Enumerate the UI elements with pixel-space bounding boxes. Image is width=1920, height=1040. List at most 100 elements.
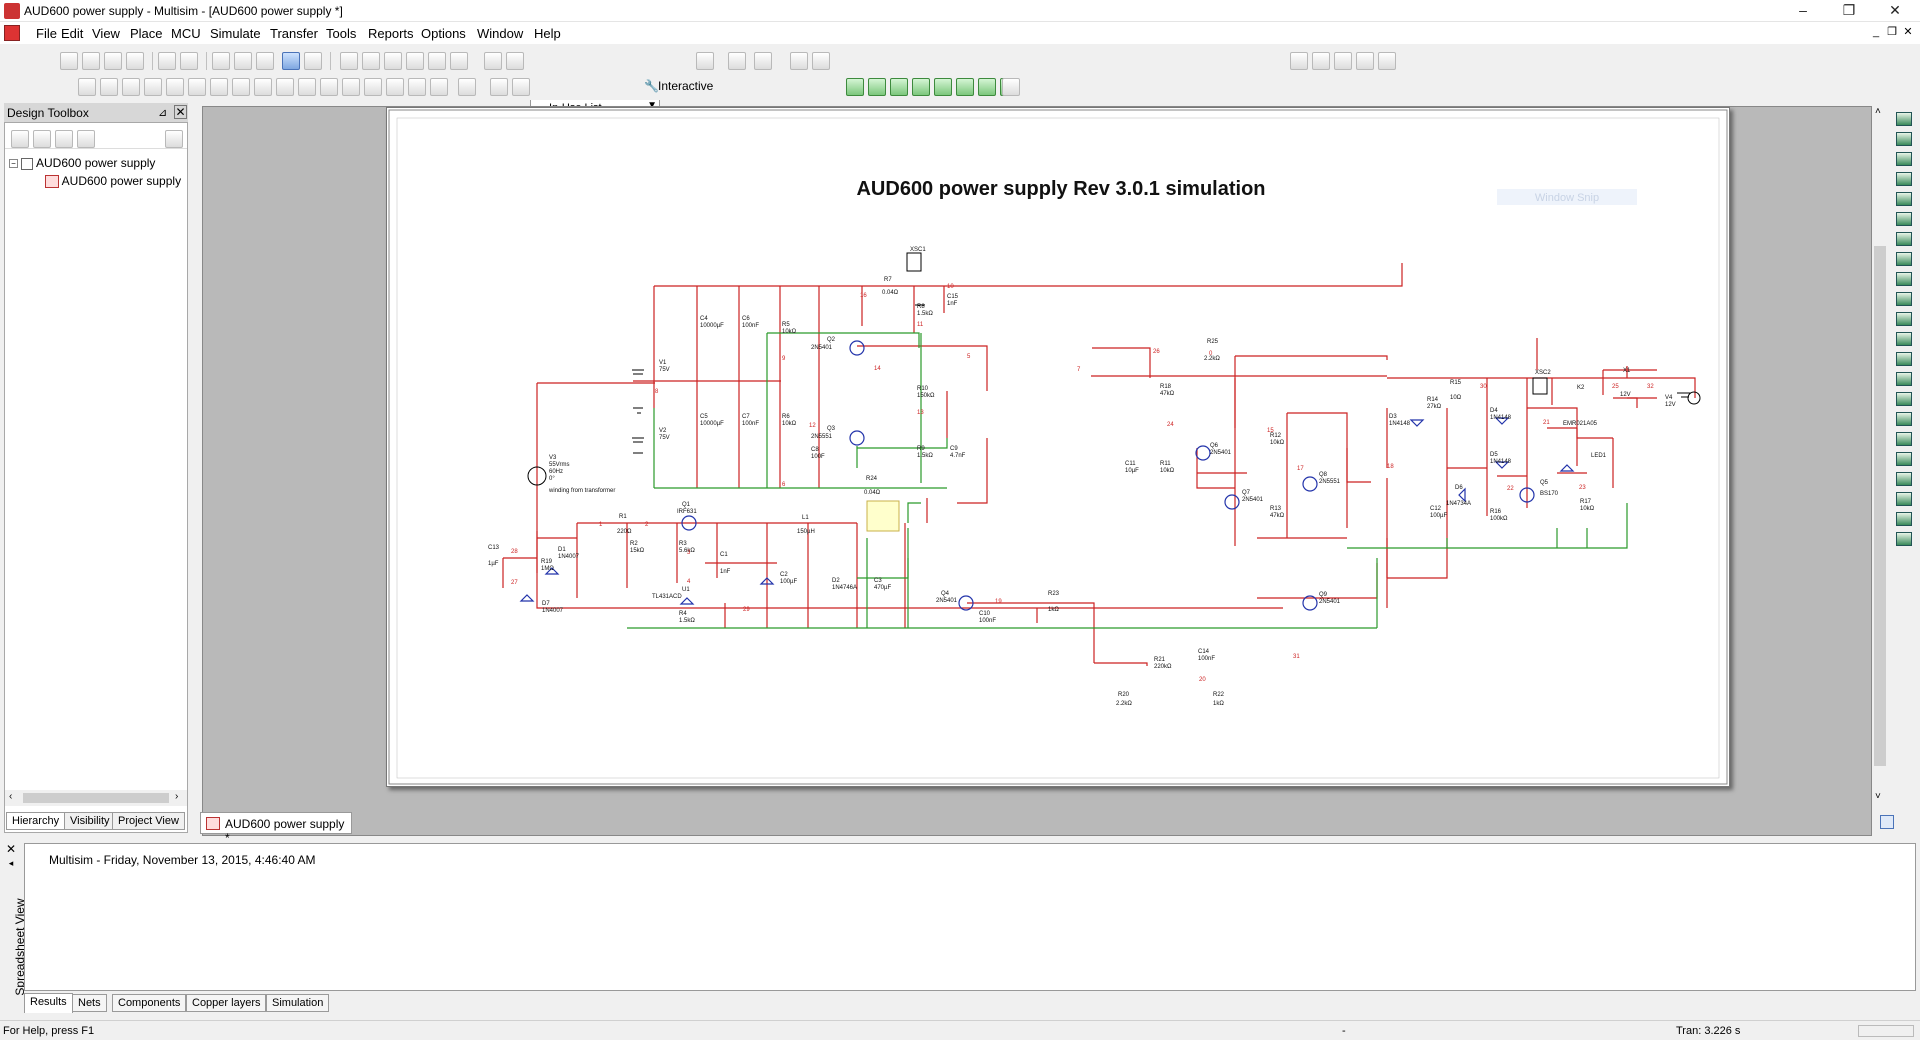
find-examples-icon[interactable]: [790, 52, 808, 70]
probe-tool-icon[interactable]: [1896, 532, 1912, 546]
spreadsheet-toggle-icon[interactable]: [362, 52, 380, 70]
open-sample-icon[interactable]: [104, 52, 122, 70]
place-rf-icon[interactable]: [364, 78, 382, 96]
back-annotate-icon[interactable]: [506, 52, 524, 70]
scroll-right-icon[interactable]: ›: [175, 791, 179, 802]
probe-power-icon[interactable]: [890, 78, 908, 96]
current-clamp-icon[interactable]: [1896, 512, 1912, 526]
menu-help[interactable]: Help: [534, 26, 561, 41]
toolbox-hscrollbar[interactable]: ‹ ›: [5, 790, 187, 806]
tab-components[interactable]: Components: [112, 994, 187, 1012]
postprocessor-icon[interactable]: [428, 52, 446, 70]
undo-icon[interactable]: [282, 52, 300, 70]
interactive-mode-label[interactable]: Interactive: [658, 79, 714, 93]
frequency-counter-icon[interactable]: [1896, 232, 1912, 246]
redo-icon[interactable]: [304, 52, 322, 70]
menu-edit[interactable]: Edit: [61, 26, 84, 41]
menu-options[interactable]: Options: [421, 26, 466, 41]
menu-window[interactable]: Window: [477, 26, 524, 41]
menu-place[interactable]: Place: [130, 26, 163, 41]
probe-digital-icon[interactable]: [956, 78, 974, 96]
menu-reports[interactable]: Reports: [368, 26, 414, 41]
electrical-rules-icon[interactable]: [450, 52, 468, 70]
tab-hierarchy[interactable]: Hierarchy: [6, 812, 66, 830]
paste-icon[interactable]: [256, 52, 274, 70]
probe-current-icon[interactable]: [868, 78, 886, 96]
menu-tools[interactable]: Tools: [326, 26, 357, 41]
logic-analyzer-icon[interactable]: [1896, 292, 1912, 306]
place-misc-digital-icon[interactable]: [232, 78, 250, 96]
tab-project-view[interactable]: Project View: [112, 812, 185, 830]
probe-reference-icon[interactable]: [934, 78, 952, 96]
iv-analyzer-icon[interactable]: [1896, 312, 1912, 326]
place-ni-icon[interactable]: [408, 78, 426, 96]
document-icon[interactable]: [4, 25, 20, 41]
close-button[interactable]: ✕: [1889, 2, 1901, 18]
new-hierarchy-icon[interactable]: [11, 130, 29, 148]
tab-simulation[interactable]: Simulation: [266, 994, 330, 1012]
menu-transfer[interactable]: Transfer: [270, 26, 318, 41]
zoom-sheet-icon[interactable]: [1356, 52, 1374, 70]
tektronix-oscilloscope-icon[interactable]: [1896, 452, 1912, 466]
tab-results[interactable]: Results: [24, 993, 73, 1013]
tree-child-node[interactable]: AUD600 power supply: [9, 174, 181, 192]
place-source-icon[interactable]: [78, 78, 96, 96]
restore-button[interactable]: ❐: [1842, 2, 1856, 18]
schematic-sheet[interactable]: AUD600 power supply Rev 3.0.1 simulation…: [386, 107, 1730, 787]
zoom-area-icon[interactable]: [1334, 52, 1352, 70]
zoom-out-icon[interactable]: [1312, 52, 1330, 70]
four-channel-oscilloscope-icon[interactable]: [1896, 192, 1912, 206]
minimize-button[interactable]: –: [1799, 2, 1807, 18]
mdi-minimize-button[interactable]: _: [1872, 26, 1880, 38]
probe-settings-gear-icon[interactable]: [1002, 78, 1020, 96]
place-diode-icon[interactable]: [122, 78, 140, 96]
toolbox-hscroll-thumb[interactable]: [23, 793, 169, 803]
place-advanced-icon[interactable]: [342, 78, 360, 96]
network-analyzer-icon[interactable]: [1896, 372, 1912, 386]
database-manager-icon[interactable]: [384, 52, 402, 70]
results-pane[interactable]: [24, 843, 1916, 991]
probe-voltage-current-icon[interactable]: [978, 78, 996, 96]
agilent-multimeter-icon[interactable]: [1896, 412, 1912, 426]
scroll-down-icon[interactable]: ˅: [1875, 791, 1881, 802]
pin-icon[interactable]: ⊿: [158, 107, 168, 119]
close-hierarchy-icon[interactable]: [77, 130, 95, 148]
spectrum-analyzer-icon[interactable]: [1896, 352, 1912, 366]
mdi-close-button[interactable]: ✕: [1903, 26, 1913, 38]
tab-aud600-power-supply[interactable]: AUD600 power supply *: [200, 812, 352, 845]
print-icon[interactable]: [158, 52, 176, 70]
place-mixed-icon[interactable]: [254, 78, 272, 96]
tab-copper-layers[interactable]: Copper layers: [186, 994, 267, 1012]
menu-view[interactable]: View: [92, 26, 120, 41]
toolbox-close-icon[interactable]: ✕: [174, 105, 187, 119]
mdi-restore-button[interactable]: ❐: [1887, 26, 1897, 38]
tree-root-node[interactable]: − AUD600 power supply: [9, 156, 181, 174]
logic-converter-icon[interactable]: [1896, 272, 1912, 286]
bode-plotter-icon[interactable]: [1896, 212, 1912, 226]
schematic-drawing[interactable]: AUD600 power supply Rev 3.0.1 simulation…: [387, 108, 1731, 788]
toolbox-settings-icon[interactable]: [165, 130, 183, 148]
open-file-icon[interactable]: [82, 52, 100, 70]
place-misc-icon[interactable]: [320, 78, 338, 96]
probe-settings-icon[interactable]: [728, 52, 746, 70]
place-indicator-icon[interactable]: [276, 78, 294, 96]
tab-nets[interactable]: Nets: [72, 994, 107, 1012]
hierarchical-block-icon[interactable]: [458, 78, 476, 96]
cut-icon[interactable]: [212, 52, 230, 70]
wattmeter-icon[interactable]: [1896, 152, 1912, 166]
word-generator-icon[interactable]: [1896, 252, 1912, 266]
multimeter-icon[interactable]: [1896, 112, 1912, 126]
place-mcu-icon[interactable]: [430, 78, 448, 96]
probe-icon[interactable]: [696, 52, 714, 70]
toolbox-toggle-icon[interactable]: [340, 52, 358, 70]
spreadsheet-pin-icon[interactable]: ◂: [8, 858, 14, 868]
help-icon[interactable]: [812, 52, 830, 70]
save-hierarchy-icon[interactable]: [55, 130, 73, 148]
scroll-left-icon[interactable]: ‹: [9, 791, 13, 802]
collapse-icon[interactable]: −: [9, 159, 18, 169]
place-basic-icon[interactable]: [100, 78, 118, 96]
save-icon[interactable]: [126, 52, 144, 70]
canvas-vscrollbar[interactable]: ˄ ˅: [1872, 106, 1888, 806]
menu-simulate[interactable]: Simulate: [210, 26, 261, 41]
grapher-icon[interactable]: [406, 52, 424, 70]
